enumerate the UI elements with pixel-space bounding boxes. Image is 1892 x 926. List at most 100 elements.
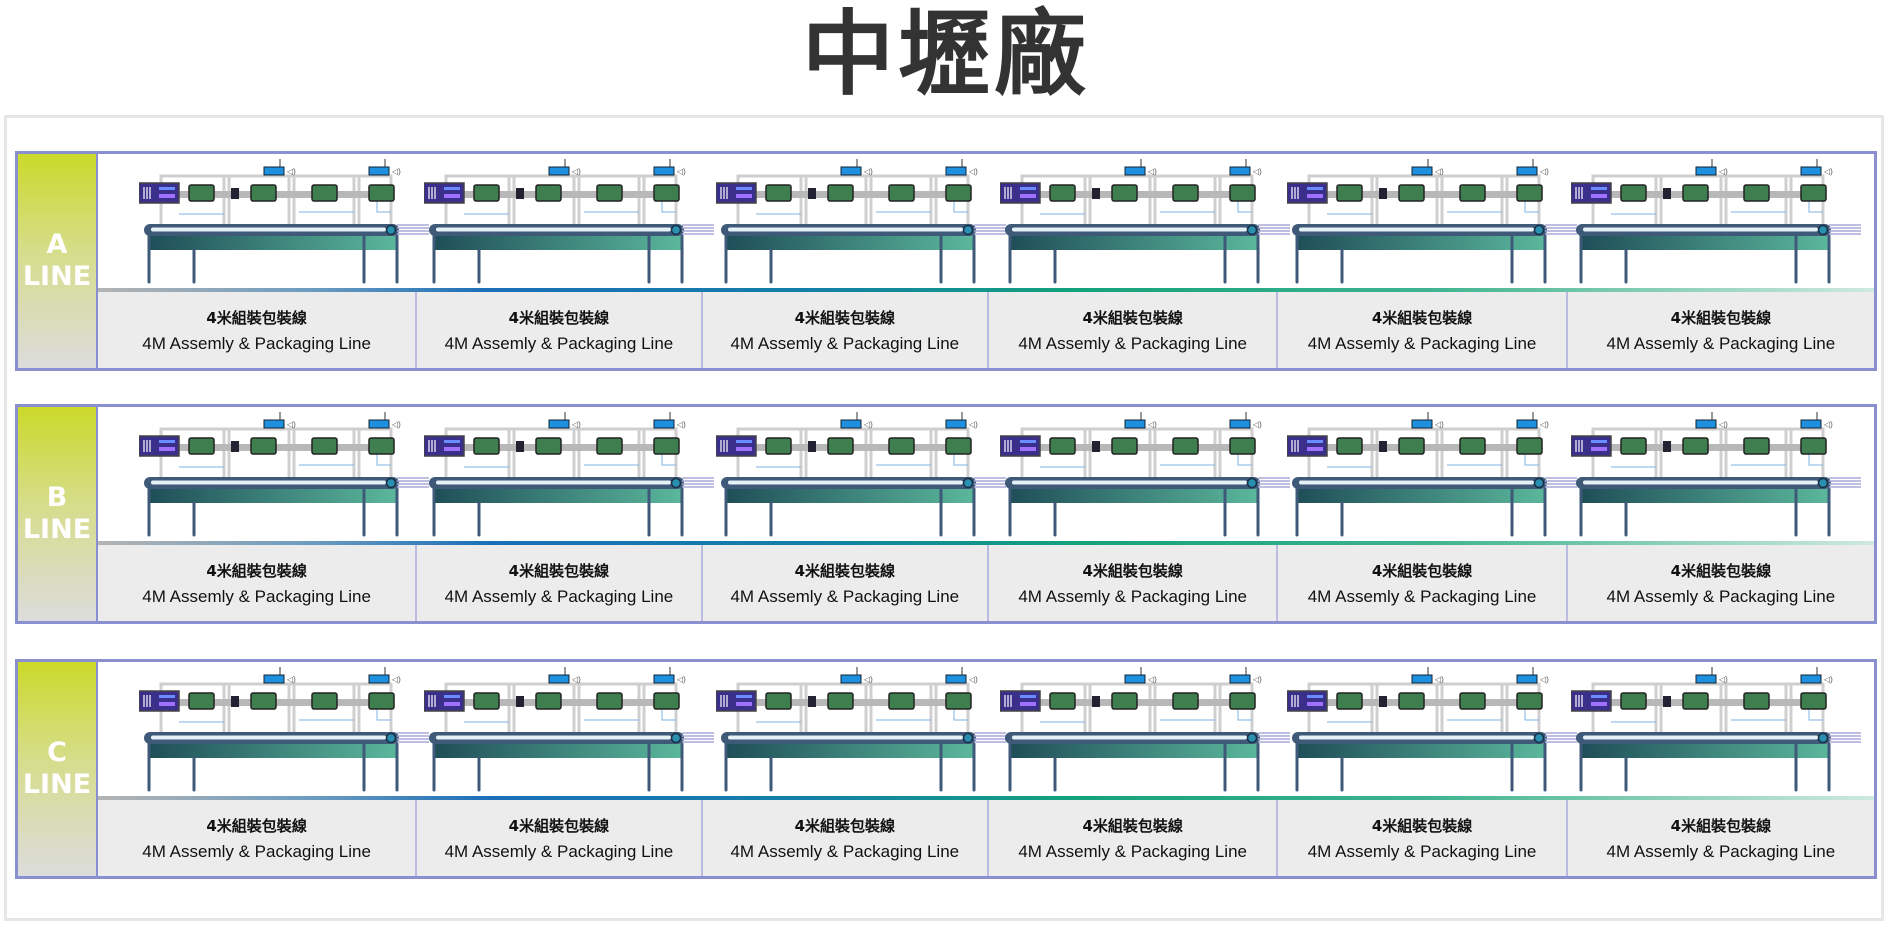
conveyor-station-illustration: ◁) ◁) — [1000, 667, 1290, 792]
line-word: LINE — [22, 261, 92, 292]
station-name-en: 4M Assemly & Packaging Line — [142, 841, 371, 861]
svg-text:◁): ◁) — [1252, 675, 1262, 684]
station-cells: 4米組裝包裝線 4M Assemly & Packaging Line 4米組裝… — [98, 292, 1874, 368]
conveyor-station-illustration: ◁) ◁) — [1571, 667, 1861, 792]
station-cell[interactable]: 4米組裝包裝線 4M Assemly & Packaging Line — [1567, 800, 1874, 876]
conveyor-station-illustration: ◁) ◁) — [716, 667, 1006, 792]
station-name-en: 4M Assemly & Packaging Line — [1018, 841, 1247, 861]
svg-text:◁): ◁) — [571, 167, 581, 176]
svg-text:◁): ◁) — [1539, 675, 1549, 684]
station-name-en: 4M Assemly & Packaging Line — [1018, 586, 1247, 606]
svg-text:◁): ◁) — [676, 167, 686, 176]
station-name-zh: 4米組裝包裝線 — [206, 308, 307, 327]
svg-text:◁): ◁) — [1718, 167, 1728, 176]
station-name-en: 4M Assemly & Packaging Line — [142, 333, 371, 353]
svg-text:◁): ◁) — [863, 420, 873, 429]
svg-text:◁): ◁) — [1434, 420, 1444, 429]
station-cell[interactable]: 4米組裝包裝線 4M Assemly & Packaging Line — [1567, 545, 1874, 621]
conveyor-station-illustration: ◁) ◁) — [139, 667, 429, 792]
station-name-en: 4M Assemly & Packaging Line — [1606, 333, 1836, 353]
svg-text:◁): ◁) — [1147, 675, 1157, 684]
svg-text:◁): ◁) — [1539, 420, 1549, 429]
station-name-zh: 4米組裝包裝線 — [1082, 561, 1183, 580]
station-name-zh: 4米組裝包裝線 — [1371, 308, 1473, 327]
station-name-zh: 4米組裝包裝線 — [794, 308, 896, 327]
station-name-zh: 4米組裝包裝線 — [794, 816, 896, 835]
station-cell[interactable]: 4米組裝包裝線 4M Assemly & Packaging Line — [1567, 292, 1874, 368]
page-title: 中壢廠 — [801, 1, 1090, 108]
gradient-divider — [98, 288, 1874, 292]
svg-text:◁): ◁) — [571, 675, 581, 684]
station-cell[interactable]: 4米組裝包裝線 4M Assemly & Packaging Line — [988, 800, 1279, 876]
line-label: C LINE — [18, 662, 98, 876]
svg-text:◁): ◁) — [286, 420, 296, 429]
conveyor-station-illustration: ◁) ◁) — [716, 412, 1006, 537]
svg-text:◁): ◁) — [571, 420, 581, 429]
station-name-zh: 4米組裝包裝線 — [794, 561, 896, 580]
line-word: LINE — [22, 514, 92, 545]
gradient-divider — [98, 796, 1874, 800]
station-name-zh: 4米組裝包裝線 — [508, 816, 610, 835]
station-cell[interactable]: 4米組裝包裝線 4M Assemly & Packaging Line — [702, 800, 989, 876]
station-cell[interactable]: 4米組裝包裝線 4M Assemly & Packaging Line — [98, 292, 418, 368]
conveyor-station-illustration: ◁) ◁) — [1287, 159, 1577, 284]
station-cell[interactable]: 4米組裝包裝線 4M Assemly & Packaging Line — [98, 800, 418, 876]
station-name-en: 4M Assemly & Packaging Line — [444, 586, 674, 606]
svg-text:◁): ◁) — [391, 675, 401, 684]
station-name-en: 4M Assemly & Packaging Line — [1307, 586, 1537, 606]
station-cell[interactable]: 4米組裝包裝線 4M Assemly & Packaging Line — [417, 800, 703, 876]
svg-text:◁): ◁) — [286, 675, 296, 684]
gradient-divider — [98, 541, 1874, 545]
station-name-zh: 4米組裝包裝線 — [1670, 561, 1772, 580]
line-letter: C — [47, 737, 67, 768]
station-cell[interactable]: 4米組裝包裝線 4M Assemly & Packaging Line — [1278, 800, 1568, 876]
station-name-en: 4M Assemly & Packaging Line — [730, 586, 960, 606]
svg-text:◁): ◁) — [391, 420, 401, 429]
station-cell[interactable]: 4米組裝包裝線 4M Assemly & Packaging Line — [98, 545, 418, 621]
station-cell[interactable]: 4米組裝包裝線 4M Assemly & Packaging Line — [702, 545, 989, 621]
station-name-en: 4M Assemly & Packaging Line — [1307, 841, 1537, 861]
conveyor-stage: ◁) ◁) ◁) ◁) — [98, 662, 1874, 796]
svg-text:◁): ◁) — [968, 675, 978, 684]
station-name-zh: 4米組裝包裝線 — [206, 816, 307, 835]
station-name-zh: 4米組裝包裝線 — [1082, 308, 1183, 327]
station-cells: 4米組裝包裝線 4M Assemly & Packaging Line 4米組裝… — [98, 800, 1874, 876]
production-line-a: A LINE ◁) ◁) — [15, 151, 1877, 371]
line-label: B LINE — [18, 407, 98, 621]
station-cell[interactable]: 4米組裝包裝線 4M Assemly & Packaging Line — [988, 545, 1279, 621]
station-cell[interactable]: 4米組裝包裝線 4M Assemly & Packaging Line — [988, 292, 1279, 368]
svg-text:◁): ◁) — [1823, 167, 1833, 176]
factory-frame — [4, 115, 1884, 921]
svg-text:◁): ◁) — [1718, 420, 1728, 429]
station-name-zh: 4米組裝包裝線 — [1371, 561, 1473, 580]
conveyor-station-illustration: ◁) ◁) — [139, 159, 429, 284]
line-word: LINE — [22, 769, 92, 800]
svg-text:◁): ◁) — [1147, 420, 1157, 429]
svg-text:◁): ◁) — [676, 675, 686, 684]
svg-text:◁): ◁) — [1147, 167, 1157, 176]
svg-text:◁): ◁) — [1434, 167, 1444, 176]
station-cell[interactable]: 4米組裝包裝線 4M Assemly & Packaging Line — [1278, 545, 1568, 621]
svg-text:◁): ◁) — [1823, 420, 1833, 429]
conveyor-station-illustration: ◁) ◁) — [1000, 412, 1290, 537]
conveyor-stage: ◁) ◁) ◁) ◁) — [98, 154, 1874, 288]
conveyor-station-illustration: ◁) ◁) — [424, 159, 714, 284]
station-name-zh: 4米組裝包裝線 — [1082, 816, 1183, 835]
conveyor-station-illustration: ◁) ◁) — [139, 412, 429, 537]
station-name-en: 4M Assemly & Packaging Line — [444, 841, 674, 861]
station-cell[interactable]: 4米組裝包裝線 4M Assemly & Packaging Line — [1278, 292, 1568, 368]
station-cell[interactable]: 4米組裝包裝線 4M Assemly & Packaging Line — [702, 292, 989, 368]
station-name-en: 4M Assemly & Packaging Line — [730, 333, 960, 353]
conveyor-station-illustration: ◁) ◁) — [1571, 412, 1861, 537]
station-name-en: 4M Assemly & Packaging Line — [142, 586, 371, 606]
production-line-c: C LINE ◁) ◁) — [15, 659, 1877, 879]
station-cell[interactable]: 4米組裝包裝線 4M Assemly & Packaging Line — [417, 292, 703, 368]
station-cell[interactable]: 4米組裝包裝線 4M Assemly & Packaging Line — [417, 545, 703, 621]
station-name-en: 4M Assemly & Packaging Line — [444, 333, 674, 353]
svg-text:◁): ◁) — [286, 167, 296, 176]
line-label: A LINE — [18, 154, 98, 368]
station-name-en: 4M Assemly & Packaging Line — [1606, 586, 1836, 606]
conveyor-station-illustration: ◁) ◁) — [1287, 412, 1577, 537]
svg-text:◁): ◁) — [1718, 675, 1728, 684]
station-name-en: 4M Assemly & Packaging Line — [1307, 333, 1537, 353]
